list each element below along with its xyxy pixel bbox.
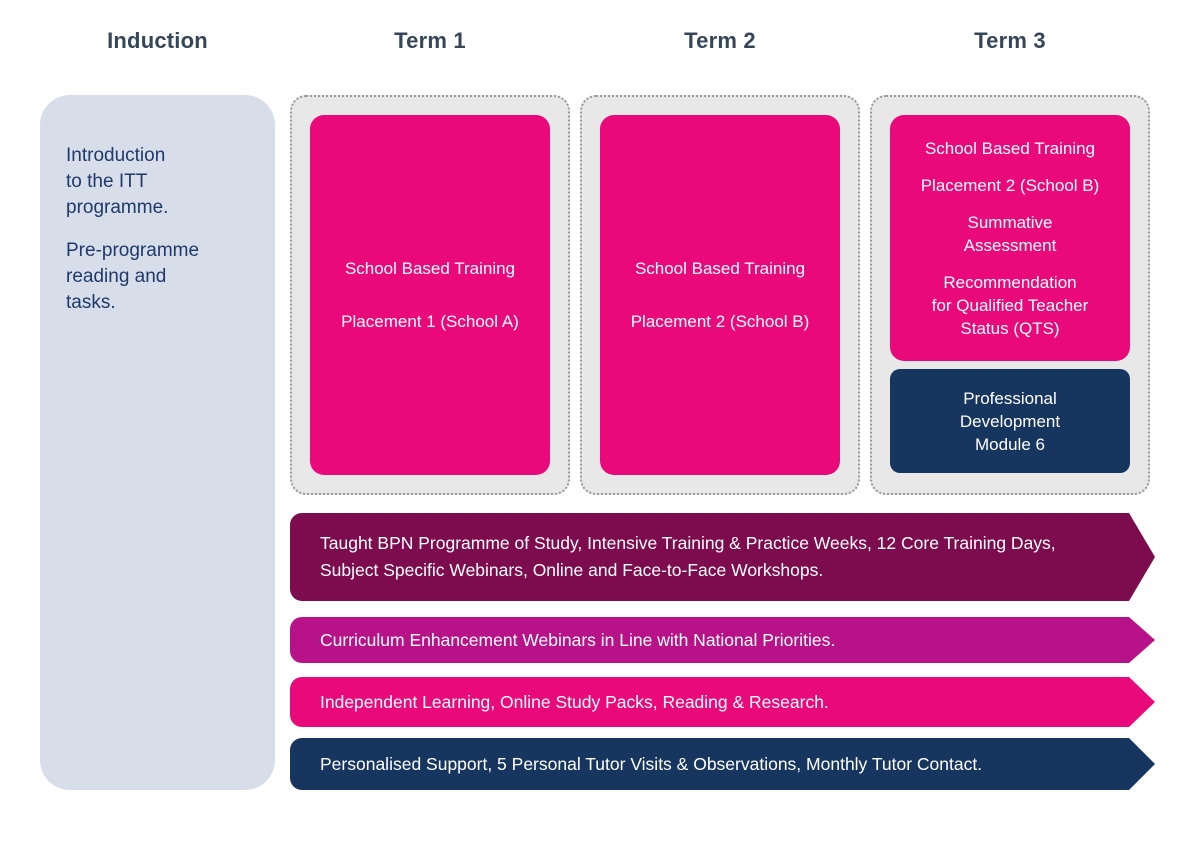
banner-taught-programme: Taught BPN Programme of Study, Intensive… [290,513,1155,601]
card-line: Placement 2 (School B) [920,175,1100,195]
card-line: Summative Assessment [963,212,1057,255]
card-line: School Based Training [634,259,806,278]
term-3-school-based-training-card: School Based Training Placement 2 (Schoo… [890,115,1130,361]
column-header-term-3: Term 3 [974,28,1046,53]
card-line: School Based Training [344,259,516,278]
banner-independent-learning: Independent Learning, Online Study Packs… [290,677,1155,727]
banner-curriculum-webinars: Curriculum Enhancement Webinars in Line … [290,617,1155,663]
term-2-school-based-training-card: School Based Training Placement 2 (Schoo… [600,115,840,475]
term-1-school-based-training-card: School Based Training Placement 1 (Schoo… [310,115,550,475]
card-line: School Based Training [924,138,1096,158]
induction-paragraph: Introduction to the ITT programme. [66,145,169,218]
card-line: Recommendation for Qualified Teacher Sta… [931,272,1089,338]
column-header-term-1: Term 1 [394,28,466,53]
term-2-container: School Based Training Placement 2 (Schoo… [580,95,860,495]
professional-development-card: Professional Development Module 6 [890,369,1130,473]
column-header-induction: Induction [107,28,208,53]
banner-personalised-support: Personalised Support, 5 Personal Tutor V… [290,738,1155,790]
column-header-term-2: Term 2 [684,28,756,53]
card-line: Placement 2 (School B) [630,312,810,331]
induction-panel: Introduction to the ITT programme. Pre-p… [40,95,275,790]
term-3-container: School Based Training Placement 2 (Schoo… [870,95,1150,495]
induction-paragraph: Pre-programme reading and tasks. [66,240,200,313]
term-1-container: School Based Training Placement 1 (Schoo… [290,95,570,495]
card-line: Placement 1 (School A) [341,312,519,331]
